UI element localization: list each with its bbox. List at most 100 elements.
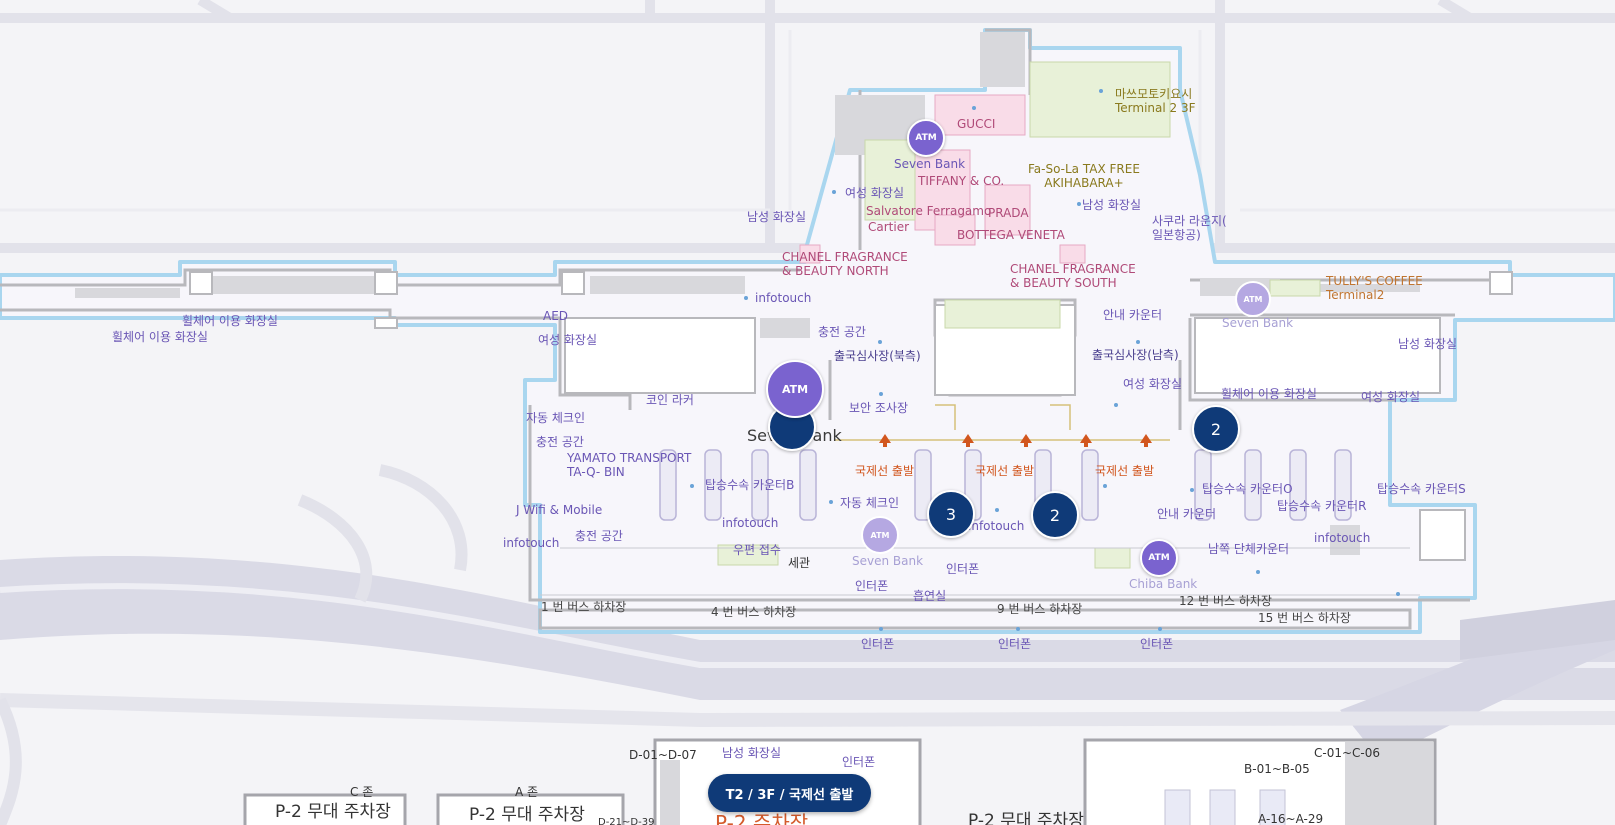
p2-parking-red[interactable]: P-2 주차장: [715, 811, 809, 825]
parking-section-a16-a29[interactable]: A-16~A-29: [1258, 812, 1324, 825]
charging-space-2[interactable]: 충전 공간: [536, 435, 584, 449]
mens-restroom-right[interactable]: 남성 화장실: [1398, 337, 1458, 351]
customs[interactable]: 세관: [788, 556, 811, 570]
cartier-store[interactable]: Cartier: [868, 220, 910, 234]
parking-section-c01-c06[interactable]: C-01~C-06: [1314, 746, 1381, 760]
bus-stop-1[interactable]: 1 번 버스 하차장: [541, 600, 627, 614]
south-group-counter[interactable]: 남쪽 단체카운터: [1208, 542, 1290, 556]
infotouch-3[interactable]: infotouch: [968, 519, 1025, 533]
checkin-counter-b[interactable]: 탑승수속 카운터B: [705, 478, 795, 492]
self-checkin-2[interactable]: 자동 체크인: [840, 496, 900, 510]
cluster-count: 2: [1049, 505, 1061, 525]
info-counter-1[interactable]: 안내 카운터: [1103, 308, 1163, 322]
wheelchair-restroom-1[interactable]: 휠체어 이용 화장실: [182, 314, 278, 328]
mens-restroom-bottom[interactable]: 남성 화장실: [722, 746, 782, 760]
gucci-store[interactable]: GUCCI: [957, 117, 996, 131]
security-check[interactable]: 보안 조사장: [849, 401, 909, 415]
checkin-counter-s[interactable]: 탑승수속 카운터S: [1377, 482, 1466, 496]
poi-dot: [1136, 340, 1140, 344]
aed[interactable]: AED: [543, 309, 569, 323]
chanel-north-store[interactable]: CHANEL FRAGRANCE& BEAUTY NORTH: [782, 250, 908, 278]
bus-stop-4[interactable]: 4 번 버스 하차장: [711, 605, 797, 619]
parking-section-d21-d39[interactable]: D-21~D-39: [598, 817, 655, 825]
interphone-2[interactable]: 인터폰: [855, 579, 889, 593]
intl-departure-3[interactable]: 국제선 출발: [1095, 464, 1155, 478]
atm-pin-icon[interactable]: ATM: [907, 119, 945, 157]
sakura-lounge[interactable]: 사쿠라 라운지(일본항공): [1152, 214, 1227, 242]
checkin-counter-o[interactable]: 탑승수속 카운터O: [1202, 482, 1293, 496]
info-counter-2[interactable]: 안내 카운터: [1157, 507, 1217, 521]
poi-dot: [1103, 484, 1107, 488]
p2-parking-1[interactable]: P-2 무대 주차장: [275, 802, 391, 822]
poi-dot: [1016, 627, 1020, 631]
interphone-5[interactable]: 인터폰: [1140, 637, 1174, 651]
post-office[interactable]: 우편 접수: [733, 543, 781, 557]
chiba-bank-label[interactable]: Chiba Bank: [1129, 577, 1198, 591]
cluster-count: 2: [1210, 419, 1222, 439]
infotouch-1[interactable]: infotouch: [755, 291, 812, 305]
smoking-room[interactable]: 흡연실: [913, 589, 947, 603]
bus-stop-15[interactable]: 15 번 버스 하차장: [1258, 611, 1351, 625]
bus-stop-12[interactable]: 12 번 버스 하차장: [1179, 594, 1272, 608]
salvatore-store[interactable]: Salvatore Ferragamo: [866, 204, 992, 218]
departure-south[interactable]: 출국심사장(남측): [1092, 348, 1179, 362]
interphone-6[interactable]: 인터폰: [842, 755, 876, 769]
seven-bank-top-label[interactable]: Seven Bank: [894, 157, 966, 171]
infotouch-2[interactable]: infotouch: [722, 516, 779, 530]
poi-dot: [832, 190, 836, 194]
poi-dot: [690, 484, 694, 488]
wheelchair-restroom-3[interactable]: 휠체어 이용 화장실: [1221, 387, 1317, 401]
intl-departure-1[interactable]: 국제선 출발: [855, 464, 915, 478]
parking-section-d01-d07[interactable]: D-01~D-07: [629, 748, 697, 762]
tiffany-store[interactable]: TIFFANY & CO.: [918, 174, 1005, 188]
infotouch-4[interactable]: infotouch: [503, 536, 560, 550]
infotouch-5[interactable]: infotouch: [1314, 531, 1371, 545]
mens-restroom-top-left[interactable]: 남성 화장실: [747, 210, 807, 224]
p2-parking-3[interactable]: P-2 무대 주차장: [968, 811, 1084, 825]
womens-restroom-2[interactable]: 여성 화장실: [538, 333, 598, 347]
parking-section-b01-b05[interactable]: B-01~B-05: [1244, 762, 1310, 776]
departure-arrow-icon: [879, 434, 891, 447]
chanel-south-store[interactable]: CHANEL FRAGRANCE& BEAUTY SOUTH: [1010, 262, 1136, 290]
poi-dot: [1114, 403, 1118, 407]
charging-space-3[interactable]: 충전 공간: [575, 529, 623, 543]
womens-restroom-top[interactable]: 여성 화장실: [845, 186, 905, 200]
bus-stop-9[interactable]: 9 번 버스 하차장: [997, 602, 1083, 616]
departure-north[interactable]: 출국심사장(북측): [834, 349, 921, 363]
womens-restroom-3[interactable]: 여성 화장실: [1123, 377, 1183, 391]
parking-zone-a[interactable]: A 존: [515, 785, 539, 799]
self-checkin-1[interactable]: 자동 체크인: [526, 411, 586, 425]
checkin-counter-r[interactable]: 탑승수속 카운터R: [1277, 499, 1367, 513]
atm-pin-icon[interactable]: ATM: [1235, 281, 1271, 317]
jwifi-mobile[interactable]: J Wifi & Mobile: [516, 503, 603, 517]
cluster-marker-2b[interactable]: 2: [1031, 491, 1079, 539]
coin-locker[interactable]: 코인 라커: [646, 393, 694, 407]
wheelchair-restroom-2[interactable]: 휠체어 이용 화장실: [112, 330, 208, 344]
interphone-3[interactable]: 인터폰: [861, 637, 895, 651]
intl-departure-2[interactable]: 국제선 출발: [975, 464, 1035, 478]
cluster-marker-3[interactable]: 3: [927, 490, 975, 538]
womens-restroom-4[interactable]: 여성 화장실: [1361, 390, 1421, 404]
poi-dot: [879, 392, 883, 396]
seven-bank-right-label[interactable]: Seven Bank: [1222, 316, 1294, 330]
interphone-4[interactable]: 인터폰: [998, 637, 1032, 651]
p2-parking-2[interactable]: P-2 무대 주차장: [469, 805, 585, 825]
cluster-marker-2a[interactable]: 2: [1192, 405, 1240, 453]
interphone-1[interactable]: 인터폰: [946, 562, 980, 576]
parking-zone-c[interactable]: C 존: [350, 785, 374, 799]
atm-pin-selected-icon[interactable]: ATM: [766, 360, 824, 418]
cluster-count: 3: [945, 504, 957, 524]
atm-pin-icon[interactable]: ATM: [1140, 539, 1178, 577]
bottega-store[interactable]: BOTTEGA VENETA: [957, 228, 1065, 242]
charging-space-1[interactable]: 충전 공간: [818, 325, 866, 339]
seven-bank-bottom-label[interactable]: Seven Bank: [852, 554, 924, 568]
mens-restroom-top-right[interactable]: 남성 화장실: [1082, 198, 1142, 212]
prada-store[interactable]: PRADA: [988, 206, 1029, 220]
floor-indicator-button[interactable]: T2 / 3F / 국제선 출발: [708, 774, 871, 812]
atm-pin-icon[interactable]: ATM: [861, 516, 899, 554]
